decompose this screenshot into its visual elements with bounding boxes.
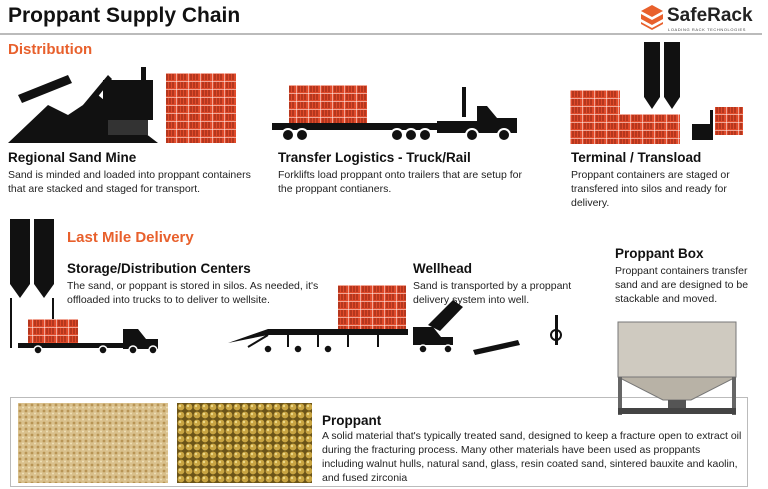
terminal-silo-icon <box>570 42 743 144</box>
step-desc: Forklifts load proppant onto trailers th… <box>278 169 522 195</box>
page-title: Proppant Supply Chain <box>8 4 241 27</box>
step-desc: Proppant containers are staged or transf… <box>571 169 730 209</box>
ceramic-proppant-image <box>177 403 312 483</box>
proppant-definition: Proppant A solid material that's typical… <box>322 413 742 485</box>
step-desc: The sand, or poppant is stored in silos.… <box>67 280 319 306</box>
step-title: Wellhead <box>413 261 473 276</box>
last-mile-heading: Last Mile Delivery <box>67 229 194 246</box>
distribution-heading: Distribution <box>8 41 93 58</box>
title-divider <box>0 33 762 35</box>
proppant-box-icon <box>617 321 737 415</box>
step-title: Proppant Box <box>615 246 704 261</box>
proppant-title: Proppant <box>322 413 382 428</box>
step-transfer-logistics: Transfer Logistics - Truck/Rail Forklift… <box>278 150 538 196</box>
truck-trailer-icon <box>272 85 517 142</box>
step-title: Regional Sand Mine <box>8 150 137 165</box>
sand-mine-icon <box>8 67 236 143</box>
step-regional-sand-mine: Regional Sand Mine Sand is minded and lo… <box>8 150 268 196</box>
logo-tagline: LOADING RACK TECHNOLOGIES <box>668 27 747 32</box>
logo-name: SafeRack <box>667 5 753 26</box>
step-storage-distribution: Storage/Distribution Centers The sand, o… <box>67 261 347 307</box>
step-proppant-box: Proppant Box Proppant containers transfe… <box>615 246 765 306</box>
step-desc: Sand is transported by a proppant delive… <box>413 280 572 306</box>
step-terminal-transload: Terminal / Transload Proppant containers… <box>571 150 768 210</box>
step-title: Terminal / Transload <box>571 150 702 165</box>
step-title: Storage/Distribution Centers <box>67 261 251 276</box>
natural-sand-image <box>18 403 168 483</box>
step-wellhead: Wellhead Sand is transported by a proppa… <box>413 261 598 307</box>
logo-mark-icon <box>641 5 663 30</box>
step-desc: Sand is minded and loaded into proppant … <box>8 169 251 195</box>
proppant-info-box <box>10 397 748 487</box>
step-desc: Proppant containers transfer sand and ar… <box>615 265 749 305</box>
proppant-desc: A solid material that's typically treate… <box>322 430 742 484</box>
step-title: Transfer Logistics - Truck/Rail <box>278 150 471 165</box>
wellhead-icon <box>228 285 562 355</box>
silo-icon <box>10 219 158 355</box>
